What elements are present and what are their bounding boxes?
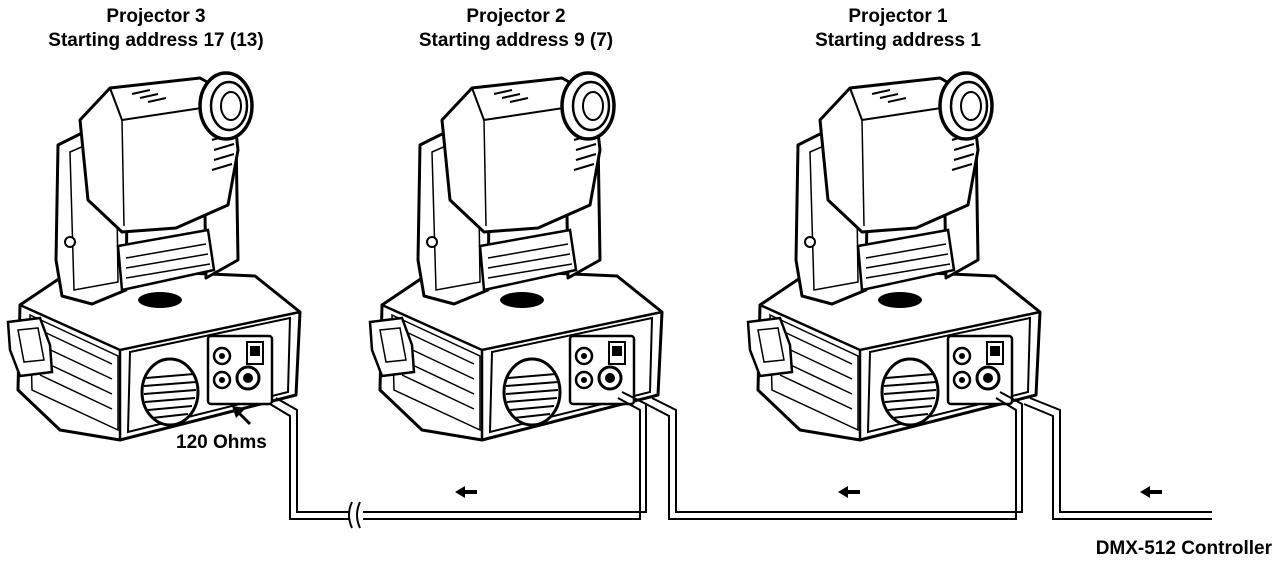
signal-direction-arrow-icon <box>455 486 477 498</box>
signal-direction-arrow-icon <box>838 486 860 498</box>
dmx-cable <box>269 391 1212 520</box>
projector-3-title: Projector 3 <box>106 6 206 27</box>
projector-3-fixture-icon <box>6 71 302 442</box>
projector-2-address: Starting address 9 (7) <box>418 30 614 51</box>
projector-2-title: Projector 2 <box>466 6 566 27</box>
projector-1-title: Projector 1 <box>848 6 948 27</box>
projector-1-fixture-icon <box>746 71 1042 442</box>
controller-label: DMX-512 Controller <box>1095 538 1272 559</box>
signal-direction-arrow-icon <box>1140 486 1162 498</box>
terminator-pointer-icon <box>232 406 252 426</box>
terminator-label: 120 Ohms <box>176 432 267 453</box>
projector-1-address: Starting address 1 <box>815 30 981 51</box>
projector-3-address: Starting address 17 (13) <box>48 30 264 51</box>
projector-2-fixture-icon <box>368 71 664 442</box>
cable-break-icon <box>348 501 363 529</box>
